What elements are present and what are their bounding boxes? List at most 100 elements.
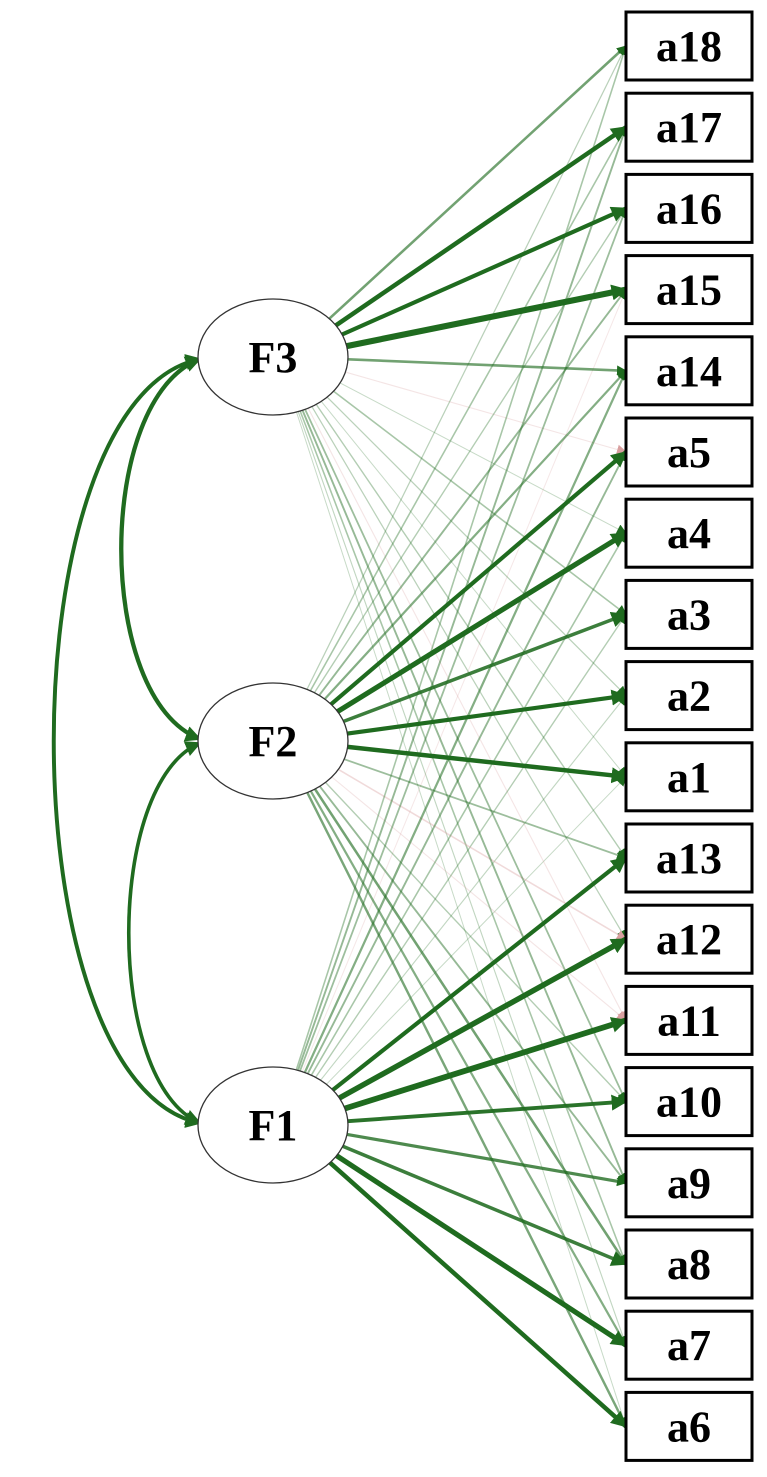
item-node-a18: a18	[624, 10, 754, 82]
loading-f2-a16	[313, 207, 627, 694]
item-node-a8: a8	[624, 1228, 754, 1300]
item-box	[624, 416, 754, 488]
loading-f2-a17	[309, 126, 627, 692]
item-node-a13: a13	[624, 822, 754, 894]
loading-f1-a4	[310, 532, 627, 1076]
loading-f1-a2	[320, 694, 627, 1081]
loading-f1-a14	[303, 369, 628, 1073]
factor-loadings	[295, 45, 629, 1429]
factor-correlations	[51, 354, 202, 1128]
loading-f2-a13	[343, 758, 627, 860]
item-node-a17: a17	[624, 91, 754, 163]
correlation-f2-f1	[127, 741, 202, 1125]
loading-f3-a17	[334, 125, 628, 328]
loading-f1-a16	[299, 207, 628, 1072]
item-label: a5	[667, 428, 711, 477]
item-box	[624, 903, 754, 975]
item-box	[624, 1309, 754, 1381]
factor-ellipse	[197, 1066, 349, 1184]
item-box	[624, 10, 754, 82]
loading-f2-a9	[319, 785, 627, 1184]
factor-node-f1: F1	[197, 1066, 349, 1184]
loading-f3-a2	[326, 396, 627, 697]
loading-f2-a2	[347, 689, 628, 736]
factor-node-f3: F3	[197, 298, 349, 416]
item-node-a9: a9	[624, 1147, 754, 1219]
loading-f3-a8	[299, 410, 628, 1265]
loading-f2-a15	[318, 288, 627, 696]
loading-f1-a6	[328, 1161, 628, 1429]
loading-f3-a3	[333, 390, 627, 616]
factor-label: F2	[249, 717, 298, 766]
loading-f1-a17	[297, 126, 628, 1071]
item-label: a7	[667, 1321, 711, 1370]
item-box	[624, 660, 754, 732]
loading-f3-a14	[347, 358, 627, 376]
item-box	[624, 822, 754, 894]
loading-f1-a18	[295, 45, 629, 1071]
factor-ellipse	[197, 298, 349, 416]
loading-f2-a1	[347, 744, 628, 784]
loading-f3-a1	[320, 401, 627, 778]
loading-f3-a5	[345, 371, 627, 455]
item-node-a3: a3	[624, 578, 754, 650]
loading-f3-a4	[339, 382, 627, 534]
item-node-a15: a15	[624, 254, 754, 326]
loading-f1-a11	[344, 1017, 628, 1112]
loading-f1-a8	[342, 1144, 628, 1266]
item-box	[624, 497, 754, 569]
loading-f1-a13	[331, 856, 628, 1092]
item-label: a15	[656, 266, 722, 315]
loading-f1-a10	[347, 1094, 628, 1124]
item-label: a1	[667, 753, 711, 802]
item-label: a2	[667, 672, 711, 721]
factor-label: F3	[249, 333, 298, 382]
loading-f1-a9	[346, 1132, 627, 1187]
loading-f3-a7	[297, 411, 628, 1347]
correlation-f3-f2	[119, 356, 202, 742]
loading-f2-a18	[306, 45, 627, 690]
item-node-a4: a4	[624, 497, 754, 569]
item-label: a18	[656, 22, 722, 71]
item-label: a9	[667, 1159, 711, 1208]
item-node-a2: a2	[624, 660, 754, 732]
loading-f1-a12	[338, 936, 628, 1101]
item-box	[624, 172, 754, 244]
item-box	[624, 984, 754, 1056]
loading-f2-a11	[331, 776, 627, 1022]
item-node-a11: a11	[624, 984, 754, 1056]
item-box	[624, 741, 754, 813]
item-node-a1: a1	[624, 741, 754, 813]
loading-f2-a5	[329, 450, 628, 706]
factor-label: F1	[249, 1101, 298, 1150]
item-label: a11	[657, 996, 721, 1045]
item-box	[624, 1147, 754, 1219]
item-node-a14: a14	[624, 335, 754, 407]
loading-f1-a7	[335, 1153, 628, 1348]
loading-f3-a18	[328, 45, 627, 320]
loading-f2-a10	[324, 781, 627, 1103]
loading-f3-a11	[307, 407, 627, 1022]
loading-f2-a14	[323, 370, 627, 700]
item-node-a16: a16	[624, 172, 754, 244]
item-nodes: a18 a17 a16 a15 a14 a5 a4 a3 a2 a1 a13 a12 a11 a10 a9 a…	[624, 10, 754, 1462]
item-label: a12	[656, 915, 722, 964]
loading-f2-a6	[306, 792, 628, 1428]
item-label: a13	[656, 834, 722, 883]
loading-f2-a4	[336, 531, 628, 714]
item-label: a17	[656, 103, 722, 152]
loading-f2-a3	[342, 612, 628, 724]
item-node-a5: a5	[624, 416, 754, 488]
item-label: a10	[656, 1078, 722, 1127]
item-node-a6: a6	[624, 1390, 754, 1462]
item-node-a12: a12	[624, 903, 754, 975]
factor-ellipse	[197, 682, 349, 800]
loading-f1-a3	[315, 613, 627, 1078]
loading-f3-a15	[346, 284, 628, 350]
loading-f2-a12	[338, 768, 627, 940]
item-node-a7: a7	[624, 1309, 754, 1381]
item-label: a3	[667, 590, 711, 639]
item-node-a10: a10	[624, 1066, 754, 1138]
